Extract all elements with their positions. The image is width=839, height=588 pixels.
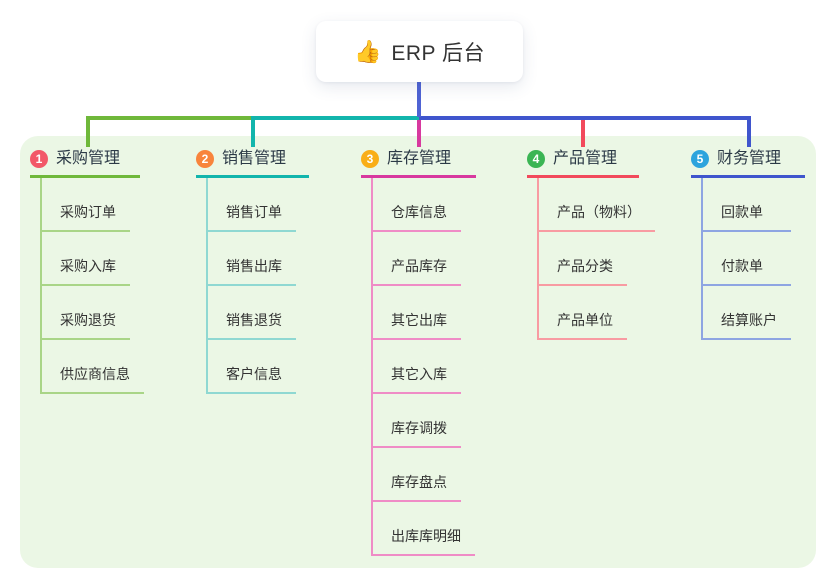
branch-inventory: 3 库存管理 仓库信息 产品库存 其它出库 其它入库 库存调拨 库存盘点 出库库…: [361, 146, 476, 556]
branch-children: 销售订单 销售出库 销售退货 客户信息: [206, 178, 296, 394]
branch-title: 采购管理: [56, 150, 121, 167]
branch-children: 回款单 付款单 结算账户: [701, 178, 791, 340]
mindmap-canvas-panel: [20, 136, 816, 568]
badge-number-2: 2: [196, 150, 214, 168]
child-node[interactable]: 供应商信息: [42, 340, 144, 394]
badge-number-3: 3: [361, 150, 379, 168]
child-node[interactable]: 销售订单: [208, 178, 296, 232]
child-node[interactable]: 付款单: [703, 232, 791, 286]
root-node-title: ERP 后台: [391, 41, 486, 65]
branch-product: 4 产品管理 产品（物料） 产品分类 产品单位: [527, 146, 655, 340]
child-node[interactable]: 采购入库: [42, 232, 130, 286]
branch-sales: 2 销售管理 销售订单 销售出库 销售退货 客户信息: [196, 146, 309, 394]
badge-number-1: 1: [30, 150, 48, 168]
branch-finance: 5 财务管理 回款单 付款单 结算账户: [691, 146, 805, 340]
badge-number-5: 5: [691, 150, 709, 168]
child-node[interactable]: 其它入库: [373, 340, 461, 394]
branch-node-product[interactable]: 4 产品管理: [527, 146, 639, 178]
child-node[interactable]: 产品单位: [539, 286, 627, 340]
child-node[interactable]: 回款单: [703, 178, 791, 232]
child-node[interactable]: 其它出库: [373, 286, 461, 340]
branch-title: 财务管理: [717, 150, 782, 167]
child-node[interactable]: 库存调拨: [373, 394, 461, 448]
branch-purchase: 1 采购管理 采购订单 采购入库 采购退货 供应商信息: [30, 146, 144, 394]
branch-node-purchase[interactable]: 1 采购管理: [30, 146, 140, 178]
branch-title: 库存管理: [387, 150, 452, 167]
child-node[interactable]: 出库库明细: [373, 502, 475, 556]
branch-node-inventory[interactable]: 3 库存管理: [361, 146, 476, 178]
child-node[interactable]: 仓库信息: [373, 178, 461, 232]
branch-node-sales[interactable]: 2 销售管理: [196, 146, 309, 178]
child-node[interactable]: 产品分类: [539, 232, 627, 286]
child-node[interactable]: 销售出库: [208, 232, 296, 286]
branch-title: 销售管理: [222, 150, 287, 167]
thumbs-up-icon: 👍: [353, 38, 382, 64]
branch-children: 产品（物料） 产品分类 产品单位: [537, 178, 655, 340]
child-node[interactable]: 采购退货: [42, 286, 130, 340]
child-node[interactable]: 销售退货: [208, 286, 296, 340]
child-node[interactable]: 结算账户: [703, 286, 791, 340]
branch-title: 产品管理: [553, 150, 618, 167]
child-node[interactable]: 库存盘点: [373, 448, 461, 502]
child-node[interactable]: 产品（物料）: [539, 178, 655, 232]
child-node[interactable]: 采购订单: [42, 178, 130, 232]
branch-children: 仓库信息 产品库存 其它出库 其它入库 库存调拨 库存盘点 出库库明细: [371, 178, 475, 556]
badge-number-4: 4: [527, 150, 545, 168]
root-node-erp[interactable]: 👍 ERP 后台: [316, 21, 523, 82]
branch-children: 采购订单 采购入库 采购退货 供应商信息: [40, 178, 144, 394]
child-node[interactable]: 产品库存: [373, 232, 461, 286]
child-node[interactable]: 客户信息: [208, 340, 296, 394]
branch-node-finance[interactable]: 5 财务管理: [691, 146, 805, 178]
